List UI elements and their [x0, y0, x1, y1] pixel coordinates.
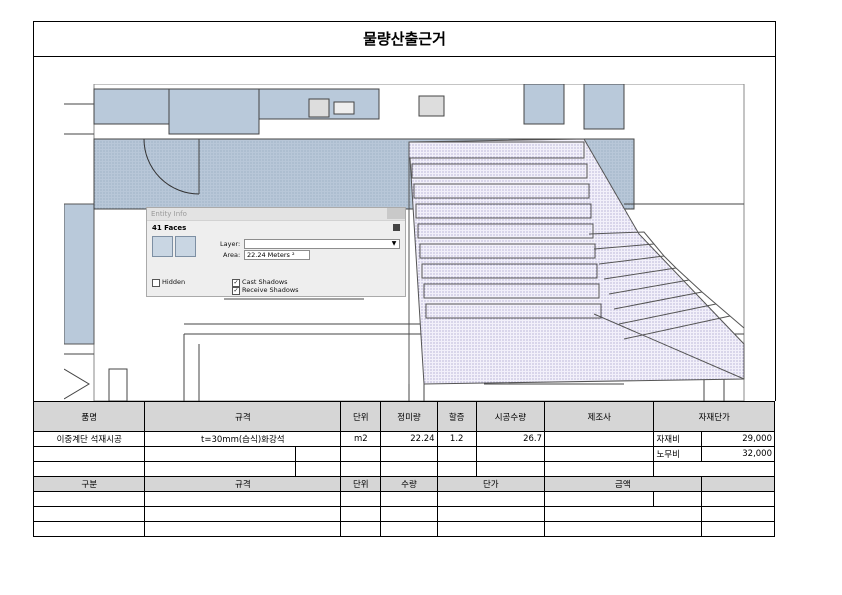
unit-cell: m2 [340, 431, 382, 447]
header-unit-2: 단위 [340, 476, 382, 492]
table-row: 이중계단 석재시공 t=30mm(습식)화강석 m2 22.24 1.2 26.… [32, 431, 776, 447]
maker-cell [544, 431, 655, 447]
item-name-cell: 이중계단 석재시공 [32, 431, 146, 447]
receive-shadows-checkbox[interactable]: ✓ [232, 287, 240, 295]
header-surcharge: 할증 [436, 401, 477, 432]
sketchup-model-drawing [64, 84, 745, 401]
surcharge-cell: 1.2 [436, 431, 477, 447]
table-row [32, 521, 776, 537]
header-item-name: 품명 [32, 401, 146, 432]
stair-model [408, 138, 745, 385]
area-label: Area: [223, 251, 241, 259]
labor-cost-value: 32,000 [700, 446, 776, 462]
cast-shadows-label: Cast Shadows [242, 278, 288, 286]
faces-count: 41 Faces [152, 224, 187, 232]
material-swatch-front[interactable] [152, 236, 173, 257]
header-unit: 단위 [340, 401, 382, 432]
hidden-checkbox[interactable] [152, 279, 160, 287]
header-net-qty: 정미량 [380, 401, 438, 432]
table1-header-row: 품명 규격 단위 정미량 할증 시공수량 제조사 자재단가 [32, 401, 775, 432]
chevron-down-icon: ▼ [391, 240, 397, 247]
hidden-label: Hidden [162, 278, 186, 286]
header-maker: 제조사 [544, 401, 655, 432]
page-title: 물량산출근거 [33, 21, 776, 57]
cast-shadows-checkbox[interactable]: ✓ [232, 279, 240, 287]
spec-cell: t=30mm(습식)화강석 [144, 431, 342, 447]
header-spec: 규격 [144, 401, 342, 432]
material-swatch-back[interactable] [175, 236, 196, 257]
pin-icon[interactable] [393, 224, 400, 231]
qty-cell: 26.7 [475, 431, 546, 447]
header-category: 구분 [32, 476, 146, 492]
table-row [32, 491, 776, 507]
table-row [32, 506, 776, 522]
drawing-frame: Entity Info 41 Faces Layer: ▼ Area: 22.2… [33, 56, 776, 401]
close-icon[interactable] [387, 208, 405, 219]
table-row [32, 461, 775, 477]
quantity-table: 품명 규격 단위 정미량 할증 시공수량 제조사 자재단가 이중계단 석재시공 … [32, 401, 776, 537]
quantity-sheet: 물량산출근거 [32, 21, 776, 557]
table2-header-row: 구분 규격 단위 수량 단가 금액 [32, 476, 776, 492]
labor-cost-label: 노무비 [653, 446, 702, 462]
header-qty-2: 수량 [380, 476, 438, 492]
entity-info-panel: Entity Info 41 Faces Layer: ▼ Area: 22.2… [146, 207, 406, 297]
header-amount: 금액 [544, 476, 702, 492]
net-qty-cell: 22.24 [380, 431, 438, 447]
receive-shadows-label: Receive Shadows [242, 286, 299, 294]
layer-dropdown[interactable]: ▼ [244, 239, 400, 249]
entity-info-title: Entity Info [151, 210, 187, 218]
header-qty: 시공수량 [475, 401, 546, 432]
material-cost-value: 29,000 [700, 431, 776, 447]
table-row: 노무비 32,000 [32, 446, 776, 462]
entity-info-header: Entity Info [147, 208, 405, 221]
header-material-price: 자재단가 [653, 401, 775, 432]
layer-label: Layer: [220, 240, 241, 248]
area-field: 22.24 Meters ² [244, 250, 310, 260]
header-unit-price: 단가 [436, 476, 546, 492]
material-cost-label: 자재비 [653, 431, 702, 447]
header-spec-2: 규격 [144, 476, 342, 492]
